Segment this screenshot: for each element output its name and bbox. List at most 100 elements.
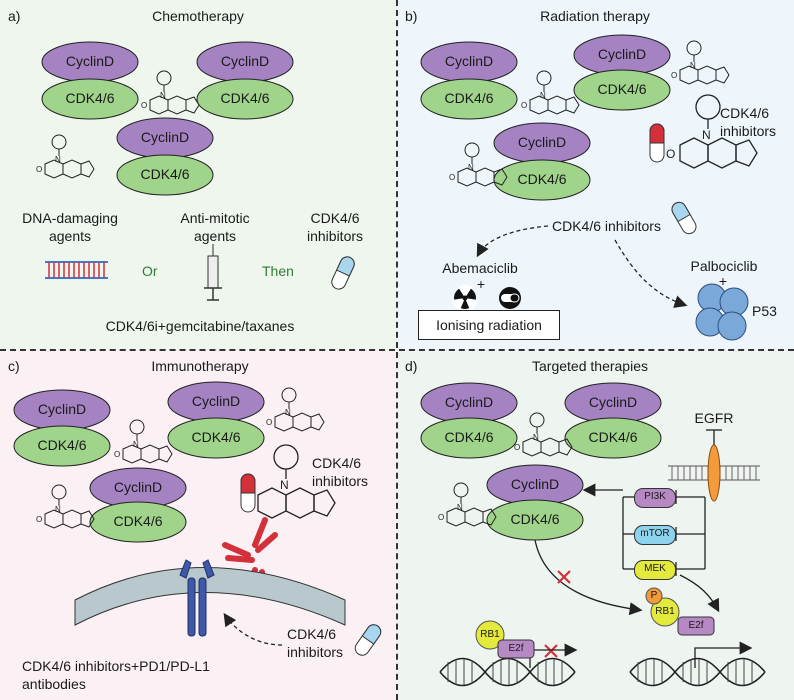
- plus-label-2: +: [718, 273, 728, 289]
- arrow-mek-to-dna: [679, 574, 720, 613]
- immuno-footer-2: antibodies: [22, 676, 86, 692]
- cdk-label: CDK4/6: [37, 437, 87, 453]
- plus-label: +: [476, 276, 486, 292]
- then-label: Then: [262, 263, 294, 279]
- cyclin-cdk-complexes-a: [35, 41, 294, 196]
- signaling-lines: [622, 490, 706, 576]
- mtor-label: mTOR: [640, 528, 670, 539]
- cdk-inhibitors-label-b2: inhibitors: [720, 123, 777, 139]
- red-capsule-icon-c: [240, 473, 256, 513]
- red-capsule-icon: [649, 123, 665, 163]
- cdk-inhibitors-label-c2: inhibitors: [312, 473, 369, 489]
- dna-damaging-label: DNA-damaging: [22, 210, 118, 226]
- cdk-inhibitors-label-c: CDK4/6: [312, 455, 362, 471]
- cyclin-label: CyclinD: [444, 53, 494, 69]
- cyclin-label: CyclinD: [517, 134, 567, 150]
- cdk-inhibitors-label-c4: inhibitors: [287, 644, 344, 660]
- arrow-to-palbociclib: [614, 239, 688, 308]
- cyclin-label: CyclinD: [37, 401, 87, 417]
- phospho-label: P: [650, 590, 658, 601]
- cdk-inhibitors-label-c3: CDK4/6: [287, 626, 337, 642]
- egfr-label: EGFR: [694, 410, 734, 426]
- anti-mitotic-label-2: agents: [193, 228, 237, 244]
- cyclin-cdk-complexes-b: [420, 34, 758, 201]
- abemaciclib-label: Abemaciclib: [442, 260, 518, 276]
- x-mark-icon: [557, 570, 571, 584]
- panel-c-title: Immunotherapy: [151, 358, 249, 374]
- cdk-label: CDK4/6: [220, 90, 270, 106]
- arrow-to-abemaciclib: [476, 225, 549, 258]
- x-mark-icon-2: [544, 644, 558, 658]
- ionising-radiation-label: Ionising radiation: [436, 317, 542, 333]
- cyclin-label: CyclinD: [220, 53, 270, 69]
- cdk-label: CDK4/6: [113, 513, 163, 529]
- e2f-right-shape: [677, 616, 715, 636]
- cdk-label: CDK4/6: [444, 429, 494, 445]
- cdk-inhibitors-label: CDK4/6: [310, 210, 360, 226]
- syringe-icon: [204, 244, 222, 301]
- cdk-inhibitors-label-2: inhibitors: [306, 228, 364, 244]
- rb1-left-shape: [475, 620, 505, 650]
- pill-symbol-icon: [499, 287, 521, 309]
- cdk-label: CDK4/6: [517, 171, 567, 187]
- pill-icon-c: [352, 621, 384, 659]
- rb1-left-label: RB1: [480, 629, 500, 640]
- immuno-footer: CDK4/6 inhibitors+PD1/PD-L1: [22, 658, 210, 674]
- panel-d-letter: d): [405, 358, 418, 374]
- cdk-label: CDK4/6: [588, 429, 638, 445]
- cyclin-label: CyclinD: [140, 129, 190, 145]
- e2f-right-label: E2f: [688, 620, 704, 631]
- pill-icon-b: [668, 199, 700, 237]
- cyclin-label: CyclinD: [510, 476, 560, 492]
- chemo-footer: CDK4/6i+gemcitabine/taxanes: [105, 318, 295, 334]
- arrow-to-rb1: [534, 539, 643, 616]
- rb1-right-label: RB1: [655, 606, 675, 617]
- cyclin-label: CyclinD: [113, 479, 163, 495]
- egfr-membrane-icon: [668, 429, 760, 502]
- e2f-left-shape: [497, 639, 535, 659]
- cdk-label: CDK4/6: [444, 90, 494, 106]
- mek-node: MEK: [634, 560, 676, 580]
- palbociclib-label: Palbociclib: [690, 258, 758, 274]
- panel-c-letter: c): [8, 358, 20, 374]
- anti-mitotic-label: Anti-mitotic: [180, 210, 250, 226]
- ionising-radiation-box: Ionising radiation: [418, 310, 560, 340]
- cdk-label: CDK4/6: [191, 429, 241, 445]
- dna-helix-left: [439, 657, 576, 687]
- cell-membrane: [74, 567, 346, 626]
- pill-icon: [328, 254, 358, 292]
- pi3k-node: PI3K: [634, 488, 676, 508]
- rb1-right-shape: [650, 597, 680, 627]
- cyclin-label: CyclinD: [65, 53, 115, 69]
- mek-label: MEK: [644, 563, 666, 574]
- cdk-inhibitors-label-b: CDK4/6: [720, 105, 770, 121]
- cyclin-label: CyclinD: [588, 394, 638, 410]
- pd1-receptor-icon: [179, 559, 215, 637]
- cyclin-cdk-complexes-d: [420, 382, 662, 541]
- panel-a-letter: a): [8, 8, 21, 24]
- panel-b-title: Radiation therapy: [540, 8, 650, 24]
- dna-damage-icon: [45, 261, 108, 279]
- or-label: Or: [142, 263, 158, 279]
- e2f-left-label: E2f: [508, 643, 524, 654]
- panel-d-title: Targeted therapies: [532, 358, 648, 374]
- panel-a-title: Chemotherapy: [152, 8, 244, 24]
- p53-protein-icon: [695, 283, 749, 341]
- panel-divider-vertical: [396, 0, 398, 700]
- dna-damaging-label-2: agents: [48, 228, 92, 244]
- cyclin-cdk-complexes-c: [13, 381, 336, 543]
- pi3k-label: PI3K: [644, 491, 666, 502]
- transcription-arrow-active: [694, 641, 753, 668]
- cdk-label: CDK4/6: [597, 81, 647, 97]
- panel-b-letter: b): [405, 8, 418, 24]
- cyclin-label: CyclinD: [597, 46, 647, 62]
- arrow-to-receptor: [223, 612, 283, 646]
- cyclin-label: CyclinD: [444, 394, 494, 410]
- p53-label: P53: [752, 303, 777, 319]
- cyclin-label: CyclinD: [191, 393, 241, 409]
- dna-helix-right: [629, 657, 766, 687]
- mtor-node: mTOR: [634, 525, 676, 545]
- radiation-icon: [452, 284, 478, 310]
- cdk-label: CDK4/6: [65, 90, 115, 106]
